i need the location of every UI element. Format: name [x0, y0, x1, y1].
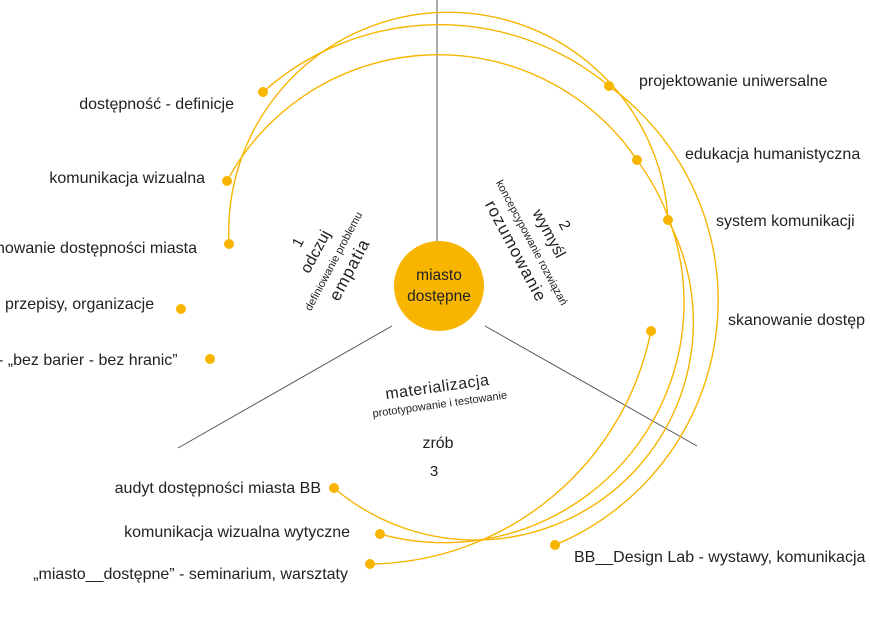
stage-wymysl-number: 2: [555, 218, 574, 233]
right-label-system-komunikacji: system komunikacji: [716, 213, 855, 230]
right-label-projektowanie-uniwersalne: projektowanie uniwersalne: [639, 73, 828, 90]
left-label-bez-barier: - „bez barier - bez hranic”: [0, 352, 178, 369]
left-label-dostepnosc-definicje: dostępność - definicje: [79, 96, 234, 113]
bottom-label-audyt: audyt dostępności miasta BB: [114, 480, 321, 497]
stage-odczuj: empatia definiowanie problemu odczuj 1: [289, 210, 374, 313]
stage-wymysl: 2 wymyśl koncepcypowanie rozwiązań rozum…: [481, 178, 574, 307]
dot: [205, 354, 215, 364]
right-label-skanowanie-dostep: skanowanie dostęp: [728, 312, 865, 329]
stage-zrob-number: 3: [430, 463, 438, 480]
dot: [365, 559, 375, 569]
dot: [224, 239, 234, 249]
center-label: miasto dostępne: [393, 254, 485, 318]
arc-outer-right: [554, 85, 719, 546]
dot: [222, 176, 232, 186]
bottom-label-komunikacja-wytyczne: komunikacja wizualna wytyczne: [124, 524, 350, 541]
dot: [646, 326, 656, 336]
dot: [663, 215, 673, 225]
right-label-edukacja-humanistyczna: edukacja humanistyczna: [685, 146, 861, 163]
stage-zrob-verb: zrób: [422, 435, 453, 452]
divider-line-right: [484, 325, 698, 447]
arc-outer: [262, 24, 610, 93]
dot: [632, 155, 642, 165]
center-line2: dostępne: [407, 288, 471, 305]
left-label-przepisy-organizacje: przepisy, organizacje: [5, 296, 155, 313]
dots: [176, 81, 673, 569]
left-label-skanowanie-dostepnosci: nowanie dostępności miasta: [0, 240, 198, 257]
dot: [550, 540, 560, 550]
dot: [375, 529, 385, 539]
left-label-komunikacja-wizualna: komunikacja wizualna: [49, 170, 205, 187]
arc-inner: [227, 11, 695, 541]
bottom-label-design-lab: BB__Design Lab - wystawy, komunikacja: [574, 549, 866, 566]
bottom-label-seminarium: „miasto__dostępne” - seminarium, warszta…: [33, 566, 348, 583]
center-line1: miasto: [416, 267, 462, 284]
dot: [329, 483, 339, 493]
divider-line-left: [177, 325, 393, 449]
dot: [258, 87, 268, 97]
stage-odczuj-number: 1: [289, 235, 308, 250]
dot: [604, 81, 614, 91]
arc-outermost-bottom: [369, 330, 652, 565]
stage-zrob: materializacja prototypowanie i testowan…: [372, 372, 508, 420]
arc-mid: [226, 54, 685, 544]
center-circle: [394, 241, 484, 331]
dot: [176, 304, 186, 314]
